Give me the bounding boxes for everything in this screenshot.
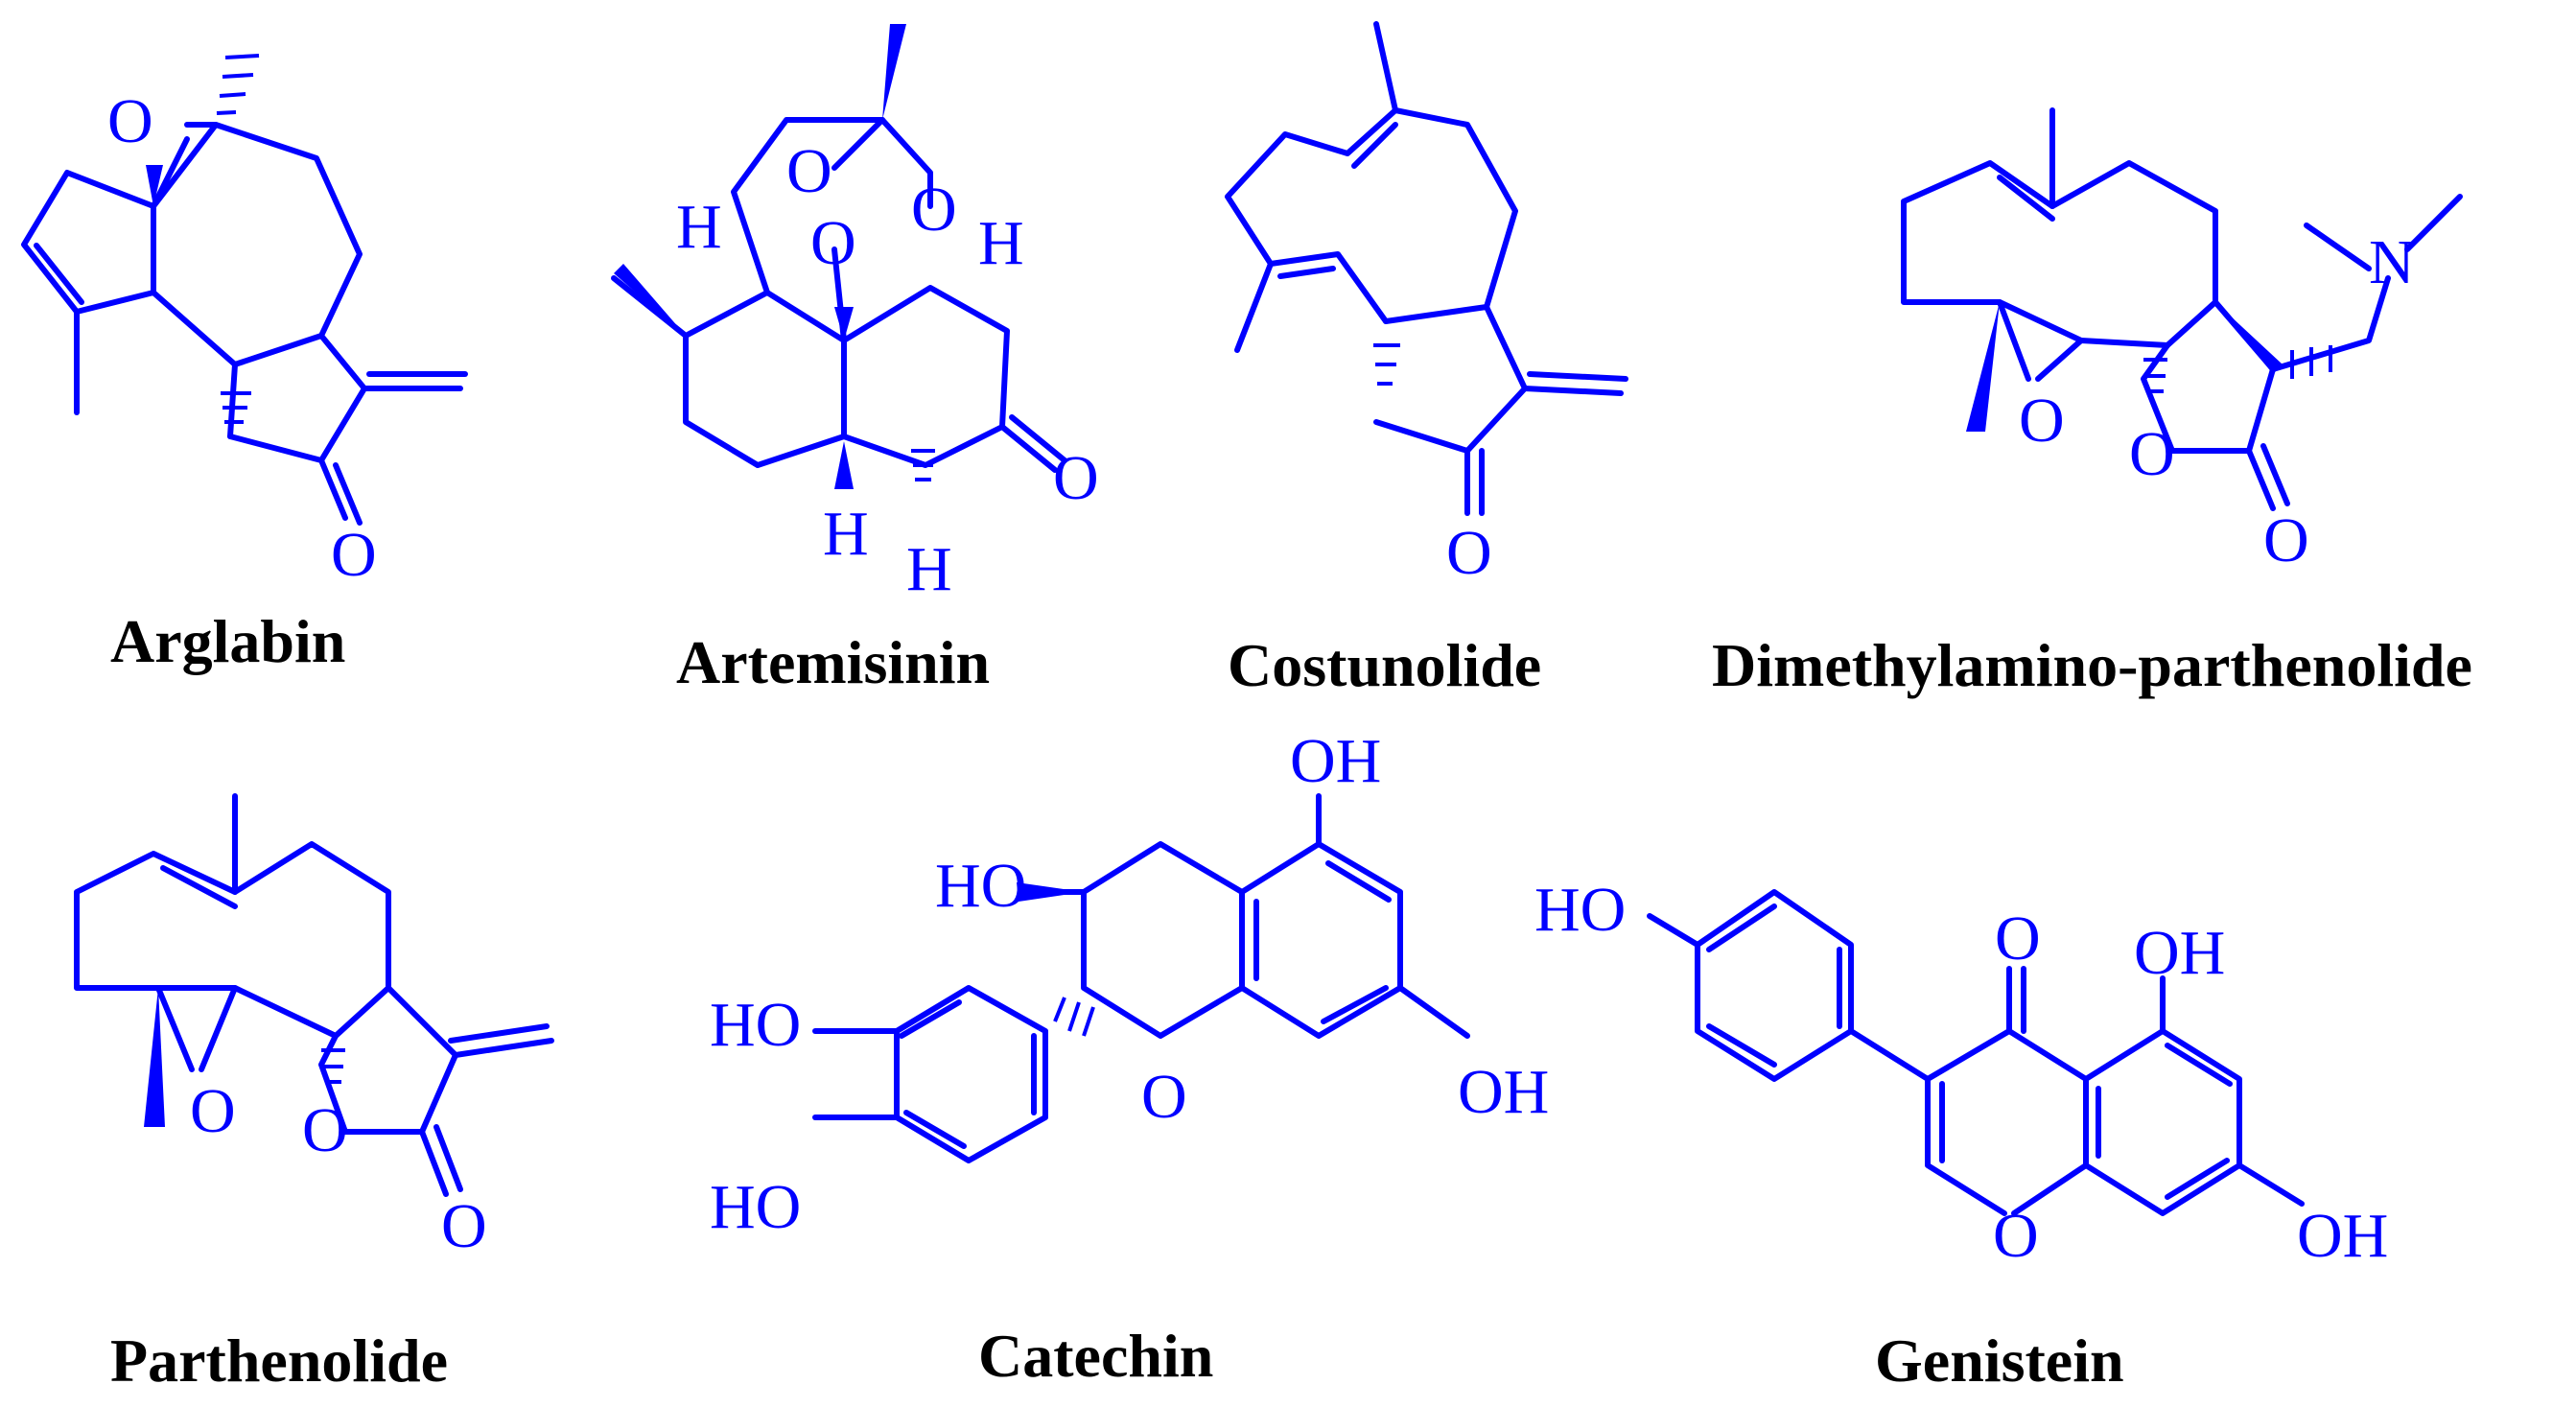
atom-label: O bbox=[1995, 903, 2041, 974]
atom-label: O bbox=[911, 175, 957, 245]
atom-label: O bbox=[2019, 386, 2065, 456]
atom-label: OH bbox=[2134, 918, 2225, 988]
atom-label: HO bbox=[710, 1172, 801, 1242]
atom-label: O bbox=[786, 136, 832, 206]
compound-name-genistein: Genistein bbox=[1875, 1326, 2124, 1395]
atom-label: H bbox=[906, 534, 952, 604]
arglabin-structure: O O bbox=[21, 54, 468, 590]
catechin-structure: OH HO HO HO O OH bbox=[710, 726, 1549, 1242]
parthenolide-structure: O O O bbox=[74, 793, 554, 1261]
atom-label: OH bbox=[1458, 1057, 1549, 1127]
compound-name-arglabin: Arglabin bbox=[110, 607, 345, 675]
atom-label: OH bbox=[2297, 1201, 2388, 1271]
compound-name-artemisinin: Artemisinin bbox=[676, 628, 990, 696]
atom-label: H bbox=[978, 208, 1024, 278]
atom-label: O bbox=[107, 86, 153, 156]
atom-label: O bbox=[1446, 518, 1492, 588]
atom-label: HO bbox=[935, 851, 1026, 921]
compound-name-dimethylamino-parthenolide: Dimethylamino-parthenolide bbox=[1712, 631, 2472, 699]
atom-label: OH bbox=[1290, 726, 1381, 796]
atom-label: N bbox=[2369, 227, 2415, 297]
atom-label: HO bbox=[710, 990, 801, 1060]
atom-label: O bbox=[441, 1191, 487, 1261]
genistein-structure: HO O OH O OH bbox=[1534, 875, 2388, 1271]
atom-label: O bbox=[810, 208, 856, 278]
atom-label: H bbox=[823, 499, 869, 569]
dimethylamino-parthenolide-structure: N O O O bbox=[1901, 107, 2463, 575]
compound-name-parthenolide: Parthenolide bbox=[110, 1326, 448, 1395]
atom-label: H bbox=[676, 192, 722, 262]
atom-label: O bbox=[2263, 505, 2309, 575]
artemisinin-structure: H O O O H O H H bbox=[611, 24, 1099, 604]
compound-name-catechin: Catechin bbox=[978, 1322, 1213, 1390]
atom-label: O bbox=[1053, 443, 1099, 513]
costunolide-structure: O bbox=[1225, 21, 1628, 588]
atom-label: O bbox=[1993, 1201, 2039, 1271]
atom-label: O bbox=[1141, 1062, 1187, 1132]
atom-label: HO bbox=[1534, 875, 1626, 945]
atom-label: O bbox=[302, 1095, 348, 1165]
compound-name-costunolide: Costunolide bbox=[1228, 631, 1541, 699]
atom-label: O bbox=[331, 520, 377, 590]
atom-label: O bbox=[2129, 419, 2175, 489]
atom-label: O bbox=[190, 1076, 236, 1146]
